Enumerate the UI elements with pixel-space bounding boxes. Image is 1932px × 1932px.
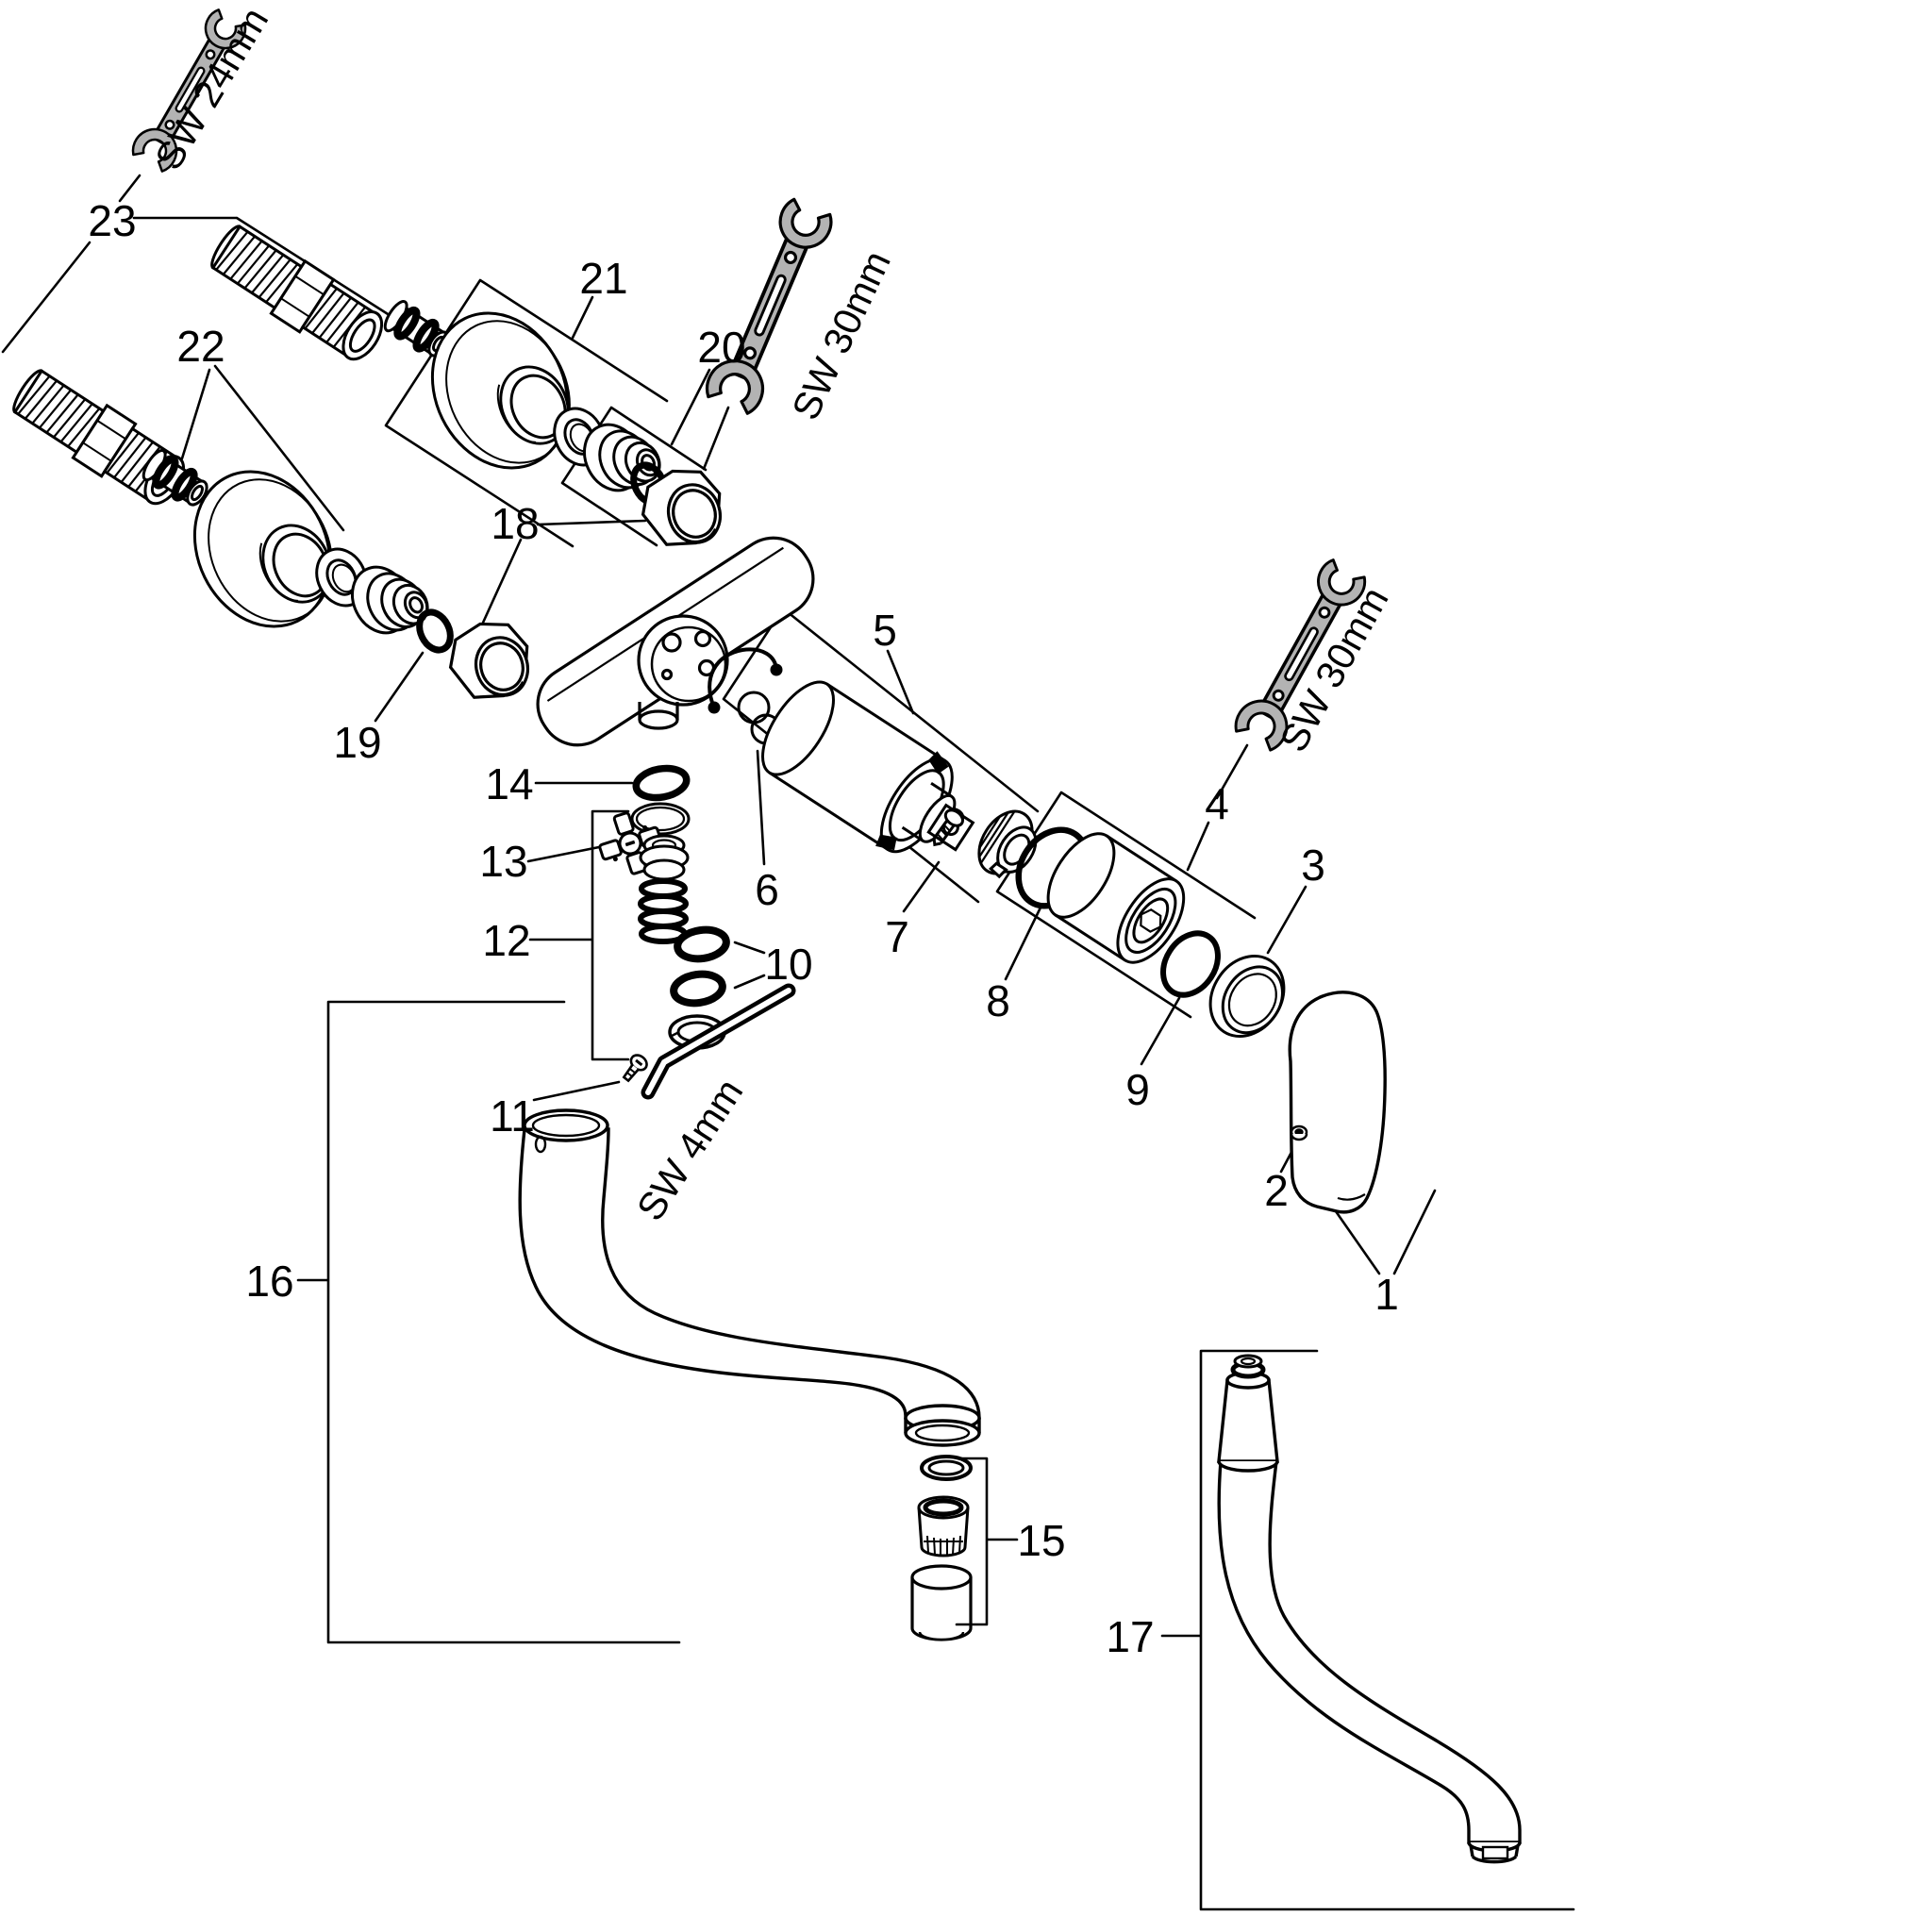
leader-8 (1004, 906, 1042, 981)
cartridge-cap-nut (977, 809, 1038, 879)
leader-9 (1140, 996, 1181, 1066)
boss-hole (661, 632, 682, 653)
leader-sw30-right (1215, 743, 1249, 800)
handle-lever (1288, 991, 1387, 1214)
leader-lines-and-brackets (1, 174, 1575, 1911)
leader-10 (733, 941, 766, 990)
body-outlet (638, 702, 679, 730)
allen-key-sw4-icon (641, 983, 796, 1100)
faucet-body (536, 536, 815, 747)
leader-4 (1186, 821, 1210, 872)
aerator-body (917, 1495, 970, 1557)
aerator-sleeve (910, 1564, 973, 1641)
snap-ring (737, 691, 771, 724)
leader-7 (902, 860, 941, 913)
cartridge-screw (932, 808, 965, 847)
leader-20 (670, 368, 711, 446)
leader-19 (374, 651, 425, 723)
cartridge (761, 680, 975, 854)
part-label-14: 14 (485, 759, 533, 808)
part-label-6: 6 (755, 865, 779, 914)
o-ring-9 (1160, 930, 1221, 998)
part-label-23: 23 (88, 196, 136, 245)
part-label-17: 17 (1106, 1612, 1154, 1661)
leader-6 (756, 749, 766, 866)
part-label-9: 9 (1125, 1065, 1150, 1114)
spout-end-band (904, 1404, 981, 1447)
spout17-tube (1217, 1459, 1522, 1844)
trim-ring-3 (1208, 954, 1286, 1039)
o-ring-10b (670, 970, 726, 1008)
bellows-seals (638, 878, 689, 944)
o-ring-19 (416, 608, 454, 654)
part-label-5: 5 (873, 606, 897, 655)
spout17-tip (1467, 1841, 1522, 1864)
part-label-22: 22 (176, 322, 225, 371)
part-label-16: 16 (245, 1257, 293, 1306)
diverter-13 (598, 811, 662, 875)
part-label-18: 18 (491, 499, 539, 548)
o-ring-10a (674, 925, 730, 963)
handle-grub-screw (1290, 1124, 1308, 1141)
spout17-connector (1217, 1354, 1279, 1473)
part-label-13: 13 (479, 837, 527, 886)
leader-21 (571, 295, 594, 340)
part-label-2: 2 (1264, 1166, 1289, 1215)
s-union-nipple-lower (4, 360, 196, 516)
union-nut-lower (439, 610, 541, 711)
part-label-21: 21 (579, 254, 627, 303)
sleeve-4 (1046, 832, 1186, 964)
bracket-15 (955, 1457, 1019, 1626)
o-ring-14 (632, 764, 691, 802)
aerator-insert-ring (920, 1455, 973, 1481)
leader-18 (481, 519, 647, 625)
part-label-7: 7 (885, 912, 909, 961)
leader-3 (1266, 885, 1307, 955)
part-label-19: 19 (333, 718, 381, 767)
bushing-stack-12 (639, 834, 690, 881)
part-label-11: 11 (490, 1091, 535, 1141)
part-label-1: 1 (1374, 1270, 1399, 1319)
group-spout-16 (518, 1108, 981, 1641)
bracket-17 (1160, 1349, 1575, 1911)
screw-11 (622, 1054, 648, 1083)
leader-sw30-top (702, 406, 730, 471)
leader-5 (886, 649, 915, 715)
part-label-3: 3 (1301, 841, 1325, 890)
retaining-clip-wire (708, 647, 778, 708)
spout-tube (518, 1127, 981, 1420)
group-spout-stack (598, 764, 730, 1083)
leader-23-wrench (118, 174, 142, 203)
group-inlet-connections (4, 216, 734, 711)
group-spout-17 (1217, 1354, 1522, 1864)
s-union-nipple-upper (202, 216, 394, 372)
boss-hole (693, 629, 712, 648)
group-cartridge (708, 647, 1038, 879)
bracket-16 (296, 1000, 681, 1644)
boss-hole (660, 668, 674, 681)
part-label-4: 4 (1205, 779, 1229, 828)
part-label-15: 15 (1017, 1516, 1065, 1565)
spout-set-screw-hole (534, 1135, 547, 1154)
tool-label-sw-30mm: SW 30mm (783, 244, 899, 426)
leader-22 (180, 368, 211, 460)
leader-11 (532, 1080, 621, 1102)
bracket-12 (528, 809, 630, 1061)
seal-ring (630, 802, 691, 836)
group-tools (129, 7, 1372, 1100)
part-label-10: 10 (764, 940, 812, 989)
part-label-8: 8 (986, 976, 1010, 1025)
part-label-12: 12 (482, 916, 530, 965)
group-handle-side (1015, 826, 1387, 1214)
leader-13 (526, 844, 606, 863)
part-label-20: 20 (697, 323, 745, 372)
